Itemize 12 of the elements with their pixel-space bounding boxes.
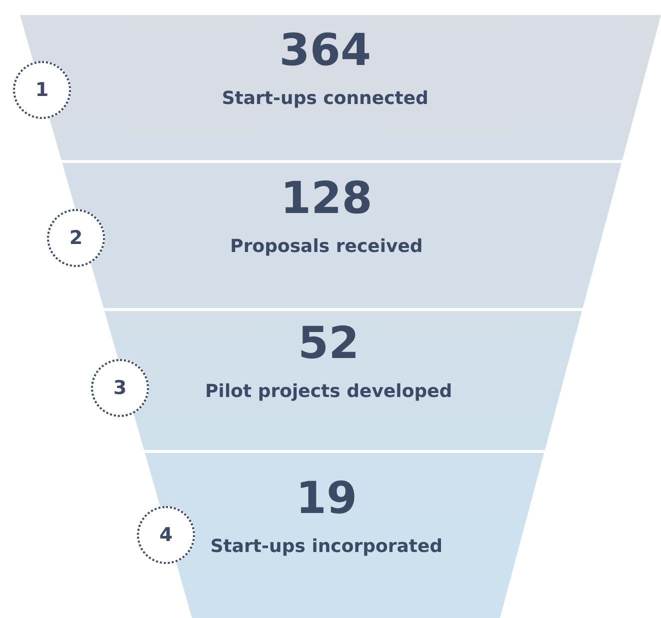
stage-value: 364 [279,27,372,75]
step-number: 1 [35,79,49,101]
stage-value: 52 [298,320,360,368]
step-number: 2 [69,227,83,249]
stage-value: 19 [296,475,358,523]
stage-label: Start-ups connected [222,88,428,110]
stage-label: Start-ups incorporated [210,536,443,558]
stage-label: Pilot projects developed [205,381,452,403]
step-number: 3 [113,377,127,399]
stage-value: 128 [280,175,372,223]
step-number: 4 [159,524,173,546]
stage-label: Proposals received [230,236,423,258]
